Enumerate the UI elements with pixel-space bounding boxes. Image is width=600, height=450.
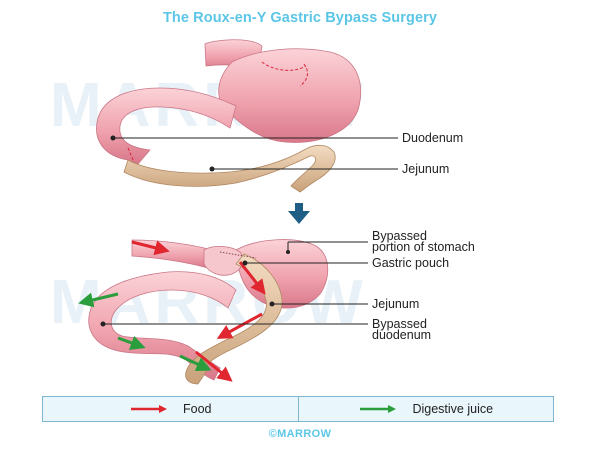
label-jejunum-bottom: Jejunum (372, 297, 419, 311)
normal-anatomy (96, 39, 362, 193)
label-duodenum: Duodenum (402, 131, 463, 145)
footer-copyright: ©MARROW (268, 428, 332, 440)
label-gastric-pouch: Gastric pouch (372, 256, 449, 270)
cut-line-stomach (261, 61, 307, 71)
down-arrow-icon (288, 203, 310, 224)
label-bypassed-stomach-2: portion of stomach (372, 240, 475, 254)
bottom-leaders (100, 241, 368, 327)
top-leaders (110, 135, 398, 172)
diagram-title: The Roux-en-Y Gastric Bypass Surgery (162, 10, 438, 26)
jejunum-top (123, 144, 336, 193)
legend-food: Food (43, 397, 298, 421)
duodenum-top (96, 87, 237, 165)
red-arrow-icon (131, 405, 167, 413)
label-bypassed-duodenum-1: Bypassed (372, 317, 427, 331)
green-arrow-icon (360, 405, 397, 413)
digestive-juice-arrows (78, 292, 212, 372)
legend-digestive-juice-label: Digestive juice (412, 402, 494, 416)
cut-line-stomach-2 (299, 63, 308, 87)
bypassed-duodenum-loop (88, 271, 237, 381)
gastric-pouch (203, 246, 244, 276)
staple-line (219, 251, 257, 259)
legend: Food Digestive juice (42, 396, 554, 422)
food-arrows (131, 240, 266, 382)
label-bypassed-stomach-1: Bypassed (372, 229, 427, 243)
legend-digestive-juice: Digestive juice (297, 397, 554, 421)
label-jejunum-top: Jejunum (402, 162, 449, 176)
cut-line-duodenum (127, 147, 135, 163)
jejunum-limb (185, 253, 283, 385)
legend-food-label: Food (183, 402, 212, 416)
label-bypassed-duodenum-2: duodenum (372, 328, 431, 342)
